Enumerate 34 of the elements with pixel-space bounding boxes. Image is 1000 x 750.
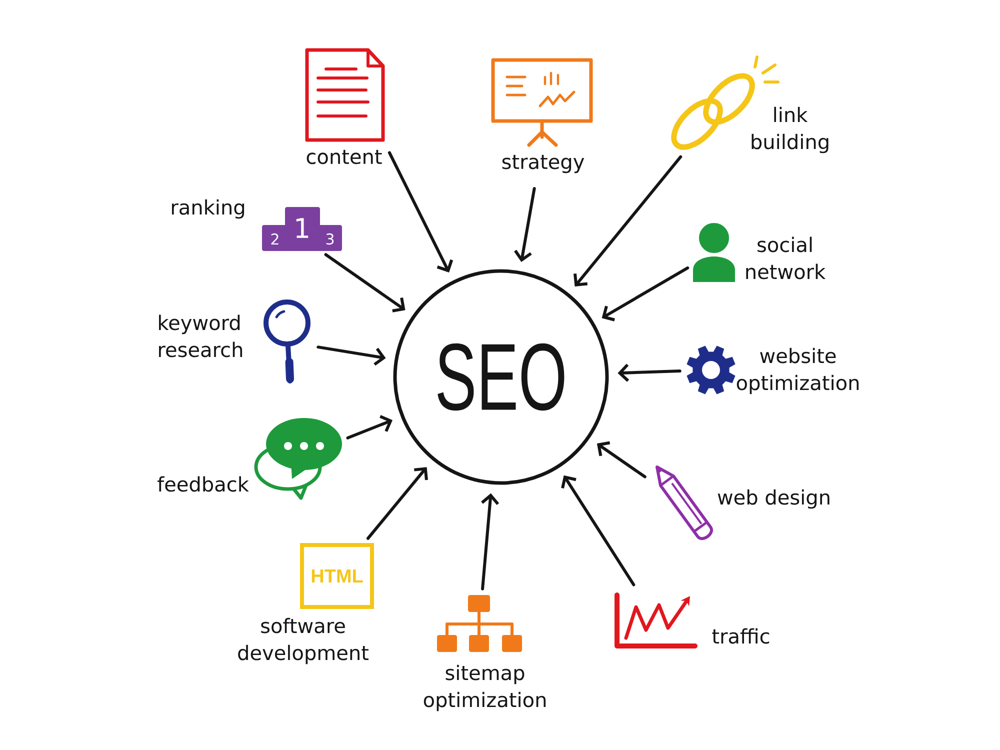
arrow xyxy=(618,364,682,382)
magnifier-icon xyxy=(264,300,310,384)
arrow xyxy=(388,151,454,272)
arrow xyxy=(324,253,406,312)
item-label: ranking xyxy=(172,199,244,219)
arrow xyxy=(481,493,500,590)
presentation-board-icon xyxy=(491,58,593,147)
arrow xyxy=(366,467,428,540)
document-icon xyxy=(305,48,385,142)
arrow xyxy=(602,266,690,322)
item-label: software development xyxy=(238,618,368,664)
arrow xyxy=(574,155,682,287)
item-label: feedback xyxy=(158,476,249,492)
item-label: content xyxy=(306,150,382,164)
person-icon xyxy=(693,223,735,282)
item-label: sitemap optimization xyxy=(424,664,546,712)
arrow xyxy=(561,475,636,586)
item-label: web design xyxy=(718,489,830,509)
item-label: social network xyxy=(746,236,826,280)
code-box: HTML xyxy=(300,543,374,609)
sitemap-icon xyxy=(437,595,522,652)
arrow xyxy=(596,441,646,478)
item-label: traffic xyxy=(712,628,770,644)
arrow xyxy=(514,187,536,262)
speech-bubbles-icon xyxy=(254,418,342,500)
gear-icon xyxy=(686,346,736,394)
item-label: link building xyxy=(752,106,828,154)
arrow xyxy=(316,346,386,366)
arrow xyxy=(346,415,393,440)
item-label: website optimization xyxy=(736,348,859,394)
pencil-icon xyxy=(656,466,713,540)
line-chart-icon xyxy=(614,592,698,648)
item-label: keyword research xyxy=(159,314,242,358)
item-label: strategy xyxy=(502,154,584,174)
